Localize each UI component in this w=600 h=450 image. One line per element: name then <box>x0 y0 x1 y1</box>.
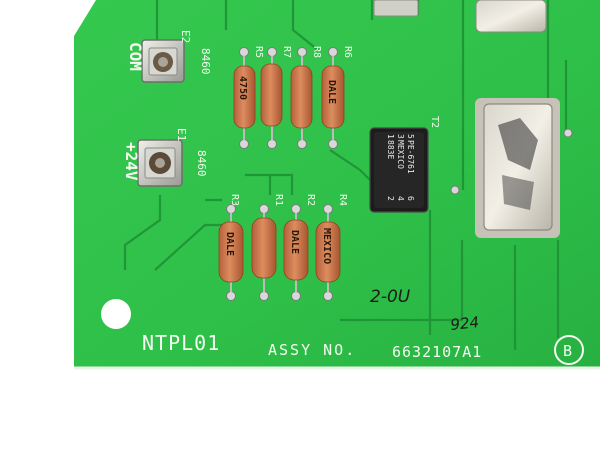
assembly-label: ASSY NO. <box>268 341 356 359</box>
resistor-r5-marking: 4750 <box>237 76 248 100</box>
revision-letter: B <box>563 342 572 360</box>
relay-t2 <box>369 127 429 213</box>
relay-line-3: 883E <box>386 140 395 159</box>
resistor-r6 <box>321 47 345 149</box>
metal-relay <box>475 98 573 238</box>
copper-traces <box>123 0 568 350</box>
resistor-r6-designator: R6 <box>342 46 353 58</box>
resistor-r4 <box>315 204 341 301</box>
mounting-hole <box>101 299 131 329</box>
terminal-com-label: COM <box>126 42 145 71</box>
resistor-r1 <box>251 204 277 301</box>
terminal-24v-part: 8460 <box>195 150 208 177</box>
resistor-r8-designator: R8 <box>311 46 322 58</box>
resistor-r3-designator: R3 <box>229 194 240 206</box>
terminal-24v <box>137 139 183 187</box>
resistor-r3 <box>218 204 244 301</box>
relay-pin-4: 4 <box>396 196 405 201</box>
terminal-com-part: 8460 <box>199 48 212 75</box>
resistor-r5 <box>233 47 256 149</box>
resistor-r6-marking: DALE <box>326 80 337 104</box>
via-pad <box>450 185 460 195</box>
resistor-r3-marking: DALE <box>224 232 235 256</box>
top-component-partial <box>373 0 547 33</box>
terminal-24v-label: +24V <box>122 142 141 181</box>
terminal-com-designator: E2 <box>179 30 192 43</box>
assembly-number: 6632107A1 <box>392 343 482 361</box>
revision-circle <box>554 335 584 365</box>
relay-pin-1: 1 <box>386 134 395 139</box>
relay-line-1: PE-6761 <box>406 140 415 174</box>
resistor-r2-designator: R2 <box>305 194 316 206</box>
handwritten-note-2: 924 <box>450 313 480 334</box>
resistor-r7-designator: R7 <box>281 46 292 58</box>
resistor-r2-marking: DALE <box>289 230 300 254</box>
resistor-r1-designator: R1 <box>273 194 284 206</box>
handwritten-note-1: 2-0U <box>370 287 411 307</box>
board-id: NTPL01 <box>142 331 220 355</box>
terminal-com <box>141 39 185 83</box>
relay-pin-2: 2 <box>386 196 395 201</box>
relay-pin-5: 5 <box>406 134 415 139</box>
relay-pin-6: 6 <box>406 196 415 201</box>
terminal-24v-designator: E1 <box>175 128 188 141</box>
resistor-r5-designator: R5 <box>253 46 264 58</box>
resistor-r2 <box>283 204 309 301</box>
relay-pin-3: 3 <box>396 134 405 139</box>
resistor-r8 <box>290 47 313 149</box>
resistor-r4-designator: R4 <box>337 194 348 206</box>
resistor-r7 <box>260 47 283 149</box>
pcb-board <box>74 0 600 368</box>
relay-line-2: MEXICO <box>396 140 405 169</box>
relay-t2-designator: T2 <box>429 116 440 128</box>
resistor-r4-marking: MEXICO <box>321 228 332 264</box>
